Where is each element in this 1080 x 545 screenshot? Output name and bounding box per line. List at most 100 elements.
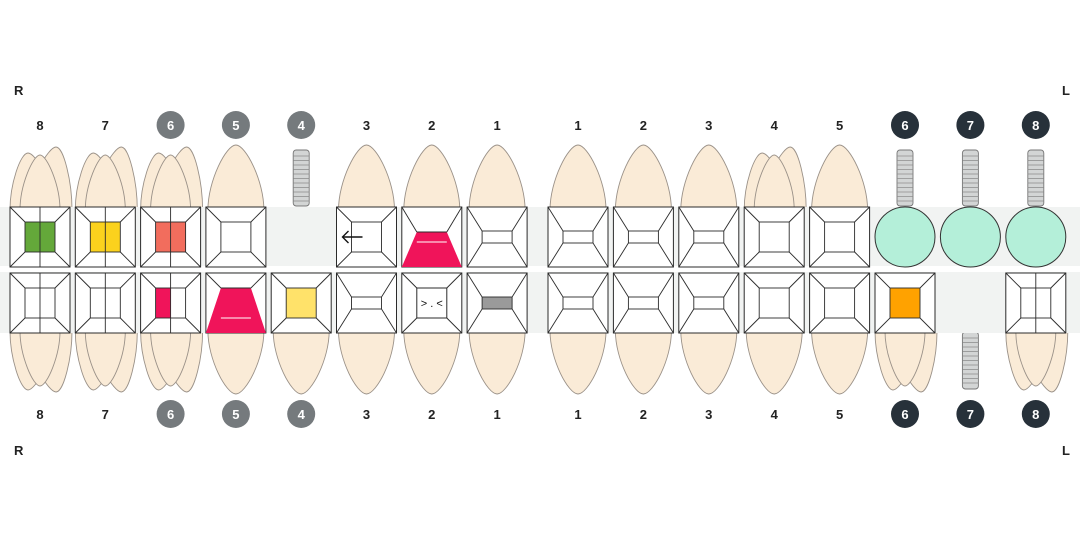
surface-line <box>466 308 483 334</box>
surface-line <box>592 272 609 298</box>
lower-root <box>468 330 526 395</box>
upper-root <box>811 144 869 211</box>
upper-tooth-surface <box>874 206 936 268</box>
tooth-number: 8 <box>1032 407 1039 422</box>
surface-line <box>919 317 936 334</box>
lower-root <box>961 331 979 390</box>
surface-line <box>250 251 267 268</box>
upper-tooth-number-3: 3 <box>363 118 370 133</box>
roots-layer <box>9 144 1069 395</box>
upper-root <box>292 149 310 207</box>
tooth-outline <box>466 206 528 268</box>
lower-tooth-surface <box>205 272 267 334</box>
upper-tooth-number-4: 4 <box>287 111 316 139</box>
surface-line <box>381 308 397 334</box>
lower-root <box>74 330 138 393</box>
upper-tooth-number-1: 1 <box>574 118 581 133</box>
root-shape <box>19 154 61 211</box>
surface-line <box>336 308 352 334</box>
surface-line <box>9 251 26 268</box>
occlusal-surface <box>351 296 382 310</box>
tooth-number: 3 <box>705 118 712 133</box>
upper-tooth-number-3: 3 <box>705 118 712 133</box>
tooth-outline <box>547 272 609 334</box>
surface-line <box>658 308 674 334</box>
upper-tooth-number-6: 6 <box>156 111 185 139</box>
upper-root <box>468 144 526 211</box>
occlusal-surface <box>627 296 659 310</box>
root-shape <box>84 154 126 211</box>
surface-line <box>592 242 609 268</box>
root-shape <box>680 144 738 211</box>
upper-tooth-number-2: 2 <box>428 118 435 133</box>
lower-tooth-number-1: 1 <box>574 407 581 422</box>
lower-tooth-number-7: 7 <box>956 400 985 428</box>
occlusal-surface <box>693 230 725 244</box>
upper-tooth-number-1: 1 <box>493 118 500 133</box>
lower-tooth-surface <box>336 272 397 334</box>
surface-line <box>446 317 463 334</box>
tooth-outline <box>612 272 674 334</box>
lower-tooth-surface <box>140 272 202 334</box>
root-shape <box>1015 330 1057 387</box>
surface-line <box>743 206 760 223</box>
restoration-fill <box>205 288 266 333</box>
upper-tooth-surface <box>401 206 463 268</box>
upper-tooth-surface <box>74 206 136 268</box>
surface-line <box>119 206 136 223</box>
lower-tooth-number-2: 2 <box>640 407 647 422</box>
lower-tooth-number-6: 6 <box>156 400 185 428</box>
implant-body <box>961 149 979 207</box>
surface-line <box>919 272 936 289</box>
root-shape <box>468 144 526 211</box>
surface-line <box>270 317 287 334</box>
lower-tooth-surface <box>9 272 71 334</box>
surface-line <box>547 206 564 232</box>
surface-line <box>250 206 267 223</box>
lower-root <box>403 330 461 395</box>
upper-tooth-surface <box>939 206 1001 268</box>
tooth-number: 1 <box>493 407 500 422</box>
occlusal-surface <box>562 230 594 244</box>
lower-tooth-number-3: 3 <box>705 407 712 422</box>
lower-root <box>811 330 869 395</box>
surface-line <box>140 251 156 268</box>
upper-root <box>614 144 672 211</box>
surface-line <box>381 251 397 268</box>
lower-root <box>9 330 73 393</box>
tooth-number: 5 <box>232 118 239 133</box>
surface-line <box>185 272 201 289</box>
crown-circle <box>874 206 936 268</box>
surface-line <box>140 206 156 223</box>
root-shape <box>549 330 607 395</box>
upper-root <box>549 144 607 211</box>
lower-tooth-number-6: 6 <box>891 400 919 428</box>
surface-line <box>743 251 760 268</box>
surface-line <box>9 272 26 289</box>
right-side-label-upper: R <box>14 83 24 98</box>
root-shape <box>468 330 526 395</box>
surface-line <box>788 317 805 334</box>
tooth-number-badge <box>287 111 316 139</box>
surface-line <box>854 272 870 289</box>
tooth-number: 4 <box>771 118 779 133</box>
surface-line <box>678 272 695 298</box>
upper-tooth-surface <box>205 206 267 268</box>
surface-line <box>511 206 528 232</box>
tooth-number-badge <box>221 400 250 428</box>
surface-line <box>854 251 870 268</box>
surface-line <box>315 272 332 289</box>
surface-line <box>678 242 695 268</box>
surface-line <box>185 251 201 268</box>
surface-line <box>809 251 825 268</box>
upper-root <box>896 149 914 207</box>
right-side-label-lower: R <box>14 443 24 458</box>
surface-line <box>466 206 483 232</box>
tooth-number: 4 <box>771 407 779 422</box>
implant-post <box>896 149 914 207</box>
root-shape <box>338 144 395 211</box>
occlusal-surface <box>627 230 659 244</box>
occlusal-surface <box>693 296 725 310</box>
root-shape <box>811 330 869 395</box>
occlusal-surface <box>220 221 252 253</box>
